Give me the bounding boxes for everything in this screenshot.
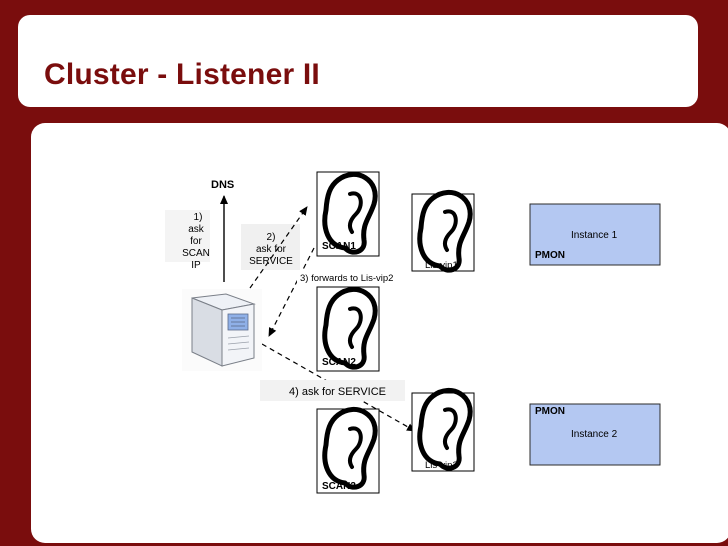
- title-bar: [18, 15, 698, 107]
- vip2-node: Lis-vip2: [411, 390, 475, 472]
- instance1-box: Instance 1 PMON: [529, 203, 661, 266]
- scan3-label: SCAN3: [322, 481, 356, 492]
- step4-label: 4) ask for SERVICE: [260, 380, 405, 401]
- instance2-pmon: PMON: [535, 406, 565, 417]
- instance1-label: Instance 1: [571, 230, 618, 241]
- instance1-pmon: PMON: [535, 250, 565, 261]
- step1-label: 1) ask for SCAN IP: [165, 210, 210, 271]
- instance2-box: PMON Instance 2: [529, 403, 661, 466]
- dns-label: DNS: [211, 179, 234, 191]
- step1-line-2: ask: [188, 224, 205, 235]
- step2-line-3: SERVICE: [249, 256, 293, 267]
- scan2-node: SCAN2: [316, 286, 380, 372]
- scan1-node: SCAN1: [316, 171, 380, 257]
- instance2-label: Instance 2: [571, 429, 618, 440]
- server-icon: [182, 289, 262, 371]
- vip1-label: Lis-vip1: [425, 260, 458, 271]
- step4-arrow: [261, 343, 416, 432]
- step4-text: 4) ask for SERVICE: [289, 386, 386, 398]
- vip2-label: Lis-vip2: [425, 460, 458, 471]
- scan2-label: SCAN2: [322, 357, 356, 368]
- step3-text: 3) forwards to Lis-vip2: [300, 273, 393, 284]
- step2-label: 2) ask for SERVICE: [241, 224, 300, 270]
- step3-arrow: [268, 247, 315, 337]
- step1-line-5: IP: [191, 260, 201, 271]
- step1-line-4: SCAN: [182, 248, 210, 259]
- step3-label: 3) forwards to Lis-vip2: [297, 270, 405, 285]
- vip1-node: Lis-vip1: [411, 192, 475, 271]
- step2-line-2: ask for: [256, 244, 287, 255]
- step1-line-3: for: [190, 236, 202, 247]
- step1-line-1: 1): [194, 212, 203, 223]
- scan3-node: SCAN3: [316, 409, 380, 494]
- scan1-label: SCAN1: [322, 241, 356, 252]
- step2-line-1: 2): [267, 232, 276, 243]
- step2-arrow: [249, 206, 308, 289]
- page-title: Cluster - Listener II: [44, 58, 320, 91]
